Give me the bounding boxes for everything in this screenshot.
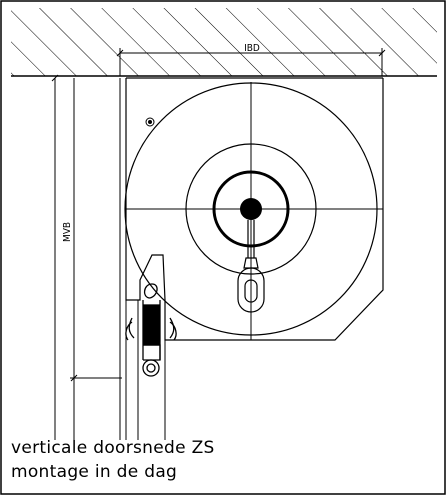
height-dimension-label: MVB bbox=[62, 222, 73, 242]
ceiling-lintel bbox=[11, 8, 437, 77]
mounting-screw bbox=[145, 117, 155, 127]
width-dimension: IBD bbox=[116, 43, 386, 76]
width-dimension-label: IBD bbox=[244, 43, 260, 54]
roller-tube-outer bbox=[185, 143, 317, 275]
roller-axle bbox=[240, 198, 262, 220]
shutter-slat-profile bbox=[125, 283, 177, 377]
crank-rod bbox=[237, 220, 265, 313]
roller-tube-ring bbox=[212, 170, 290, 248]
caption-line-1: verticale doorsnede ZS bbox=[11, 438, 215, 458]
roller-box-housing bbox=[125, 77, 384, 341]
height-dimension: MVB bbox=[51, 74, 122, 440]
caption-line-2: montage in de dag bbox=[11, 462, 178, 482]
guide-rail bbox=[119, 78, 166, 440]
